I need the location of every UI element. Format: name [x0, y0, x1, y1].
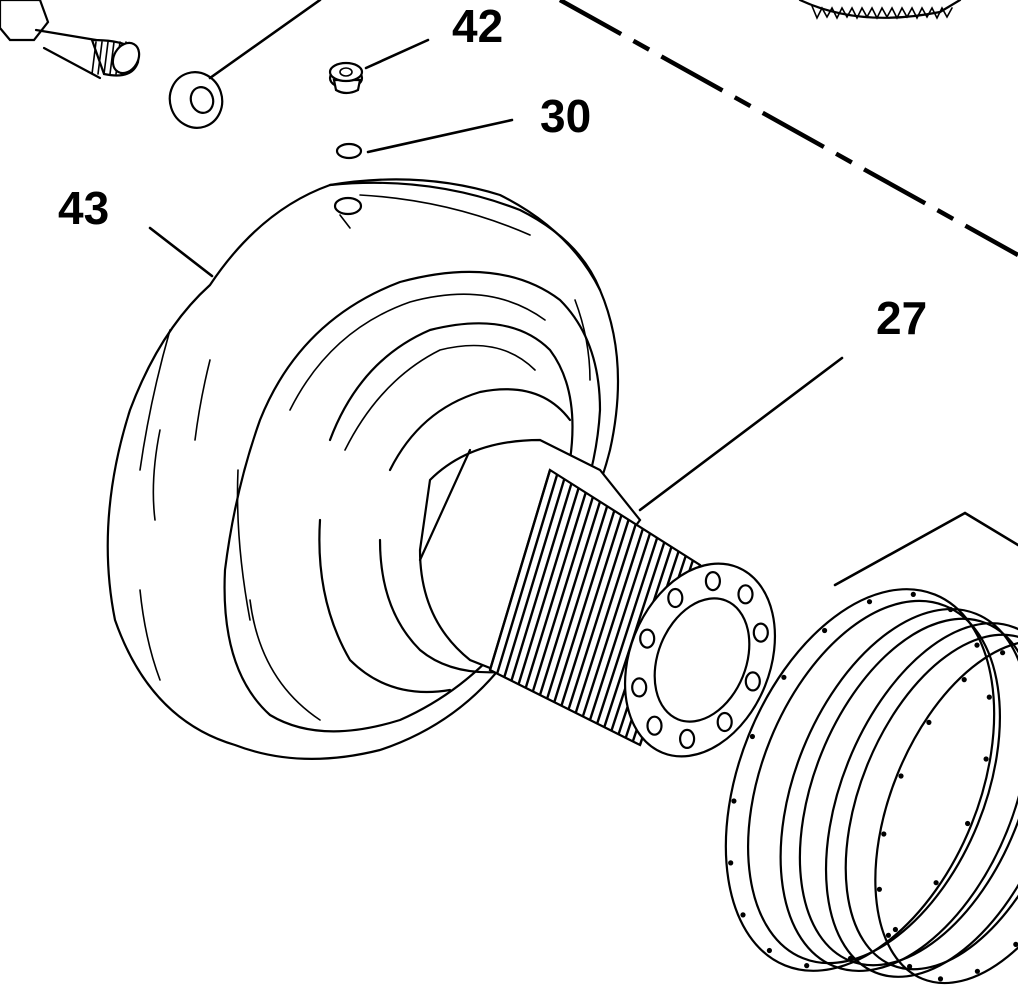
seal-ring-dot [961, 677, 967, 683]
end-face-bolt-hole [639, 628, 656, 649]
callout-42: 42 [452, 0, 503, 52]
shaft-spline-line [596, 537, 659, 724]
seal-ring-dot [1013, 941, 1018, 947]
seal-ring-dot [881, 831, 887, 837]
part-43-leader-line [148, 226, 214, 278]
seal-ring-dot [986, 694, 992, 700]
seal-ring-dot [731, 798, 737, 804]
shaft-spline-line [510, 483, 573, 682]
end-face-bolt-hole [744, 671, 761, 692]
bolt-thread-line [109, 41, 115, 75]
seal-ring-dot [766, 947, 773, 954]
seal-ring-dot [749, 733, 756, 740]
shaft-spline-line [553, 510, 616, 703]
seal-ring-dot [983, 756, 989, 762]
seal-ring-dot [948, 606, 954, 613]
part-30-o-ring [335, 118, 514, 160]
seal-ring-dot [937, 976, 944, 982]
end-face-bolt-hole [646, 715, 663, 736]
seal-ring-dot [866, 599, 873, 605]
seal-ring-dot [907, 963, 913, 970]
end-face-bolt-hole [678, 728, 696, 750]
center-axis-dashed-line [558, 0, 1018, 257]
shaft-spline-line [495, 474, 559, 674]
seal-ring-dot [885, 932, 892, 938]
shaft-spline-line [538, 501, 602, 696]
callout-43: 43 [58, 182, 109, 234]
seal-ring-dot [974, 642, 980, 648]
seal-ring-dot [974, 968, 981, 974]
seal-ring-dot [740, 912, 746, 918]
shaft-spline-line [517, 487, 580, 685]
bolt-thread-line [97, 41, 103, 75]
seal-ring-dot [898, 773, 904, 779]
bolt-thread-line [103, 41, 109, 75]
bolt [0, 0, 141, 80]
end-face-bolt-hole [704, 570, 722, 592]
seal-ring-dot [781, 674, 787, 680]
seal-ring-dot [892, 926, 899, 933]
seal-ring-dot [926, 719, 932, 726]
end-face-bolt-hole [716, 711, 733, 733]
shaft-spline-line [560, 514, 623, 707]
seal-ring-dot [1000, 650, 1006, 656]
part-27-leader-line [638, 356, 844, 512]
seal-ring-dot [804, 963, 810, 969]
end-face-bolt-hole [737, 584, 754, 605]
callout-27: 27 [876, 292, 927, 344]
part-42-plug [328, 38, 430, 95]
seal-ring-dot [822, 627, 828, 634]
washer [168, 0, 322, 129]
seal-ring-dot [847, 955, 854, 961]
shaft-spline-line [488, 469, 552, 671]
shaft-spline-line [588, 532, 652, 721]
seal-ring-dot [965, 820, 971, 827]
ring-gear-fragment [798, 0, 962, 20]
seal-ring-dot [728, 860, 734, 866]
end-face-bolt-hole [631, 677, 648, 698]
shaft-spline-line [574, 523, 637, 714]
shaft-spline-line [503, 478, 566, 678]
end-face-bolt-hole [667, 587, 684, 609]
seal-ring-dot [933, 880, 939, 886]
shaft-spline-line [531, 496, 595, 692]
seal-ring-dot [910, 591, 916, 598]
seal-ring-dot [876, 886, 883, 892]
callout-30: 30 [540, 90, 591, 142]
end-face-bolt-hole [752, 622, 769, 643]
shaft-spline-line [581, 528, 645, 717]
bolt-thread-line [91, 41, 97, 75]
shaft-spline-line [524, 492, 587, 689]
part-27-splined-shaft [418, 438, 777, 758]
shaft-spline-line [567, 519, 630, 710]
shaft-spline-line [545, 505, 609, 699]
seal-ring-pack [724, 511, 1018, 985]
